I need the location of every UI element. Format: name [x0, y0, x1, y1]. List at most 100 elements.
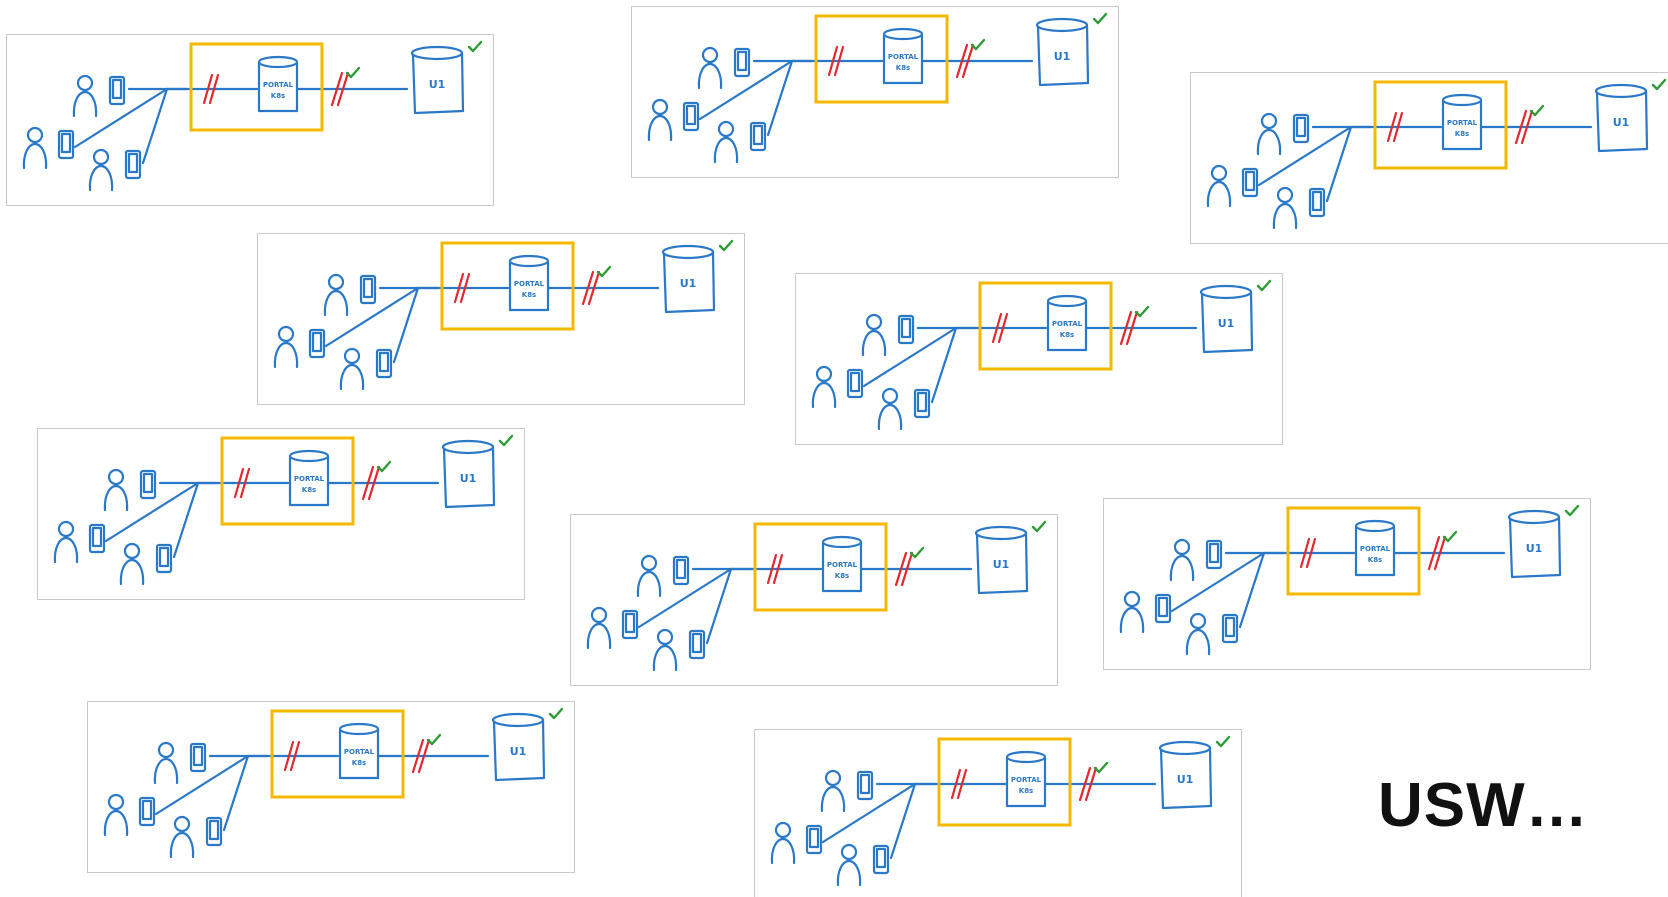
checkmark-icon	[596, 265, 612, 278]
target-label: U1	[993, 558, 1010, 571]
target-label: U1	[1054, 50, 1071, 63]
phone-icon	[805, 824, 823, 855]
portal-label: PORTAL	[1447, 119, 1478, 127]
diagram-tile-6: PORTAL K8s U1	[37, 428, 525, 600]
person-icon	[713, 120, 739, 164]
person-icon	[22, 126, 48, 170]
phone-icon	[375, 348, 393, 379]
portal-label: PORTAL	[263, 81, 294, 89]
phone-icon	[1154, 593, 1172, 624]
portal-sublabel: K8s	[302, 486, 316, 494]
person-icon	[1169, 538, 1195, 582]
portal-box: PORTAL K8s	[1354, 519, 1396, 577]
firewall-icon	[361, 465, 381, 501]
phone-icon	[846, 368, 864, 399]
checkmark-icon	[1564, 504, 1580, 517]
person-icon	[1256, 112, 1282, 156]
checkmark-icon	[1442, 530, 1458, 543]
phone-icon	[749, 121, 767, 152]
person-icon	[1119, 590, 1145, 634]
portal-label: PORTAL	[294, 475, 325, 483]
database-icon: U1	[661, 244, 716, 314]
database-icon: U1	[1594, 83, 1649, 153]
target-label: U1	[1177, 773, 1194, 786]
phone-icon	[88, 523, 106, 554]
database-icon: U1	[974, 525, 1029, 595]
checkmark-icon	[1215, 735, 1231, 748]
connection-lines	[73, 87, 409, 165]
firewall-icon	[1299, 537, 1317, 569]
phone-icon	[138, 796, 156, 827]
firewall-icon	[991, 312, 1009, 344]
portal-label: PORTAL	[1360, 545, 1391, 553]
phone-icon	[1308, 187, 1326, 218]
phone-icon	[1205, 539, 1223, 570]
firewall-icon	[283, 740, 301, 772]
checkmark-icon	[467, 40, 483, 53]
portal-sublabel: K8s	[835, 572, 849, 580]
highlight-box	[937, 737, 1072, 827]
firewall-icon	[1386, 111, 1404, 143]
firewall-icon	[411, 738, 431, 774]
database-icon: U1	[1199, 284, 1254, 354]
person-icon	[103, 468, 129, 512]
phone-icon	[872, 844, 890, 875]
firewall-icon	[894, 551, 914, 587]
person-icon	[586, 606, 612, 650]
highlight-box	[189, 42, 324, 132]
phone-icon	[1292, 113, 1310, 144]
highlight-box	[978, 281, 1113, 371]
phone-icon	[672, 555, 690, 586]
phone-icon	[139, 469, 157, 500]
highlight-box	[1373, 80, 1508, 170]
portal-label: PORTAL	[344, 748, 375, 756]
person-icon	[88, 148, 114, 192]
checkmark-icon	[426, 733, 442, 746]
target-label: U1	[429, 78, 446, 91]
portal-sublabel: K8s	[1368, 556, 1382, 564]
diagram-tile-1: PORTAL K8s U1	[6, 34, 494, 206]
target-label: U1	[1218, 317, 1235, 330]
phone-icon	[897, 314, 915, 345]
portal-label: PORTAL	[1011, 776, 1042, 784]
phone-icon	[57, 129, 75, 160]
portal-sublabel: K8s	[896, 64, 910, 72]
firewall-icon	[950, 768, 968, 800]
person-icon	[169, 815, 195, 859]
firewall-icon	[202, 73, 220, 105]
firewall-icon	[1427, 535, 1447, 571]
portal-sublabel: K8s	[271, 92, 285, 100]
portal-box: PORTAL K8s	[257, 55, 299, 113]
checkmark-icon	[1093, 761, 1109, 774]
phone-icon	[1241, 167, 1259, 198]
phone-icon	[308, 328, 326, 359]
checkmark-icon	[1092, 12, 1108, 25]
person-icon	[72, 74, 98, 118]
checkmark-icon	[909, 546, 925, 559]
phone-icon	[856, 770, 874, 801]
target-label: U1	[460, 472, 477, 485]
portal-label: PORTAL	[514, 280, 545, 288]
person-icon	[339, 347, 365, 391]
person-icon	[861, 313, 887, 357]
person-icon	[877, 387, 903, 431]
database-icon: U1	[441, 439, 496, 509]
person-icon	[1206, 164, 1232, 208]
checkmark-icon	[970, 38, 986, 51]
checkmark-icon	[1256, 279, 1272, 292]
person-icon	[811, 365, 837, 409]
phone-icon	[155, 543, 173, 574]
caption-usw: USW…	[1378, 771, 1589, 840]
person-icon	[103, 793, 129, 837]
